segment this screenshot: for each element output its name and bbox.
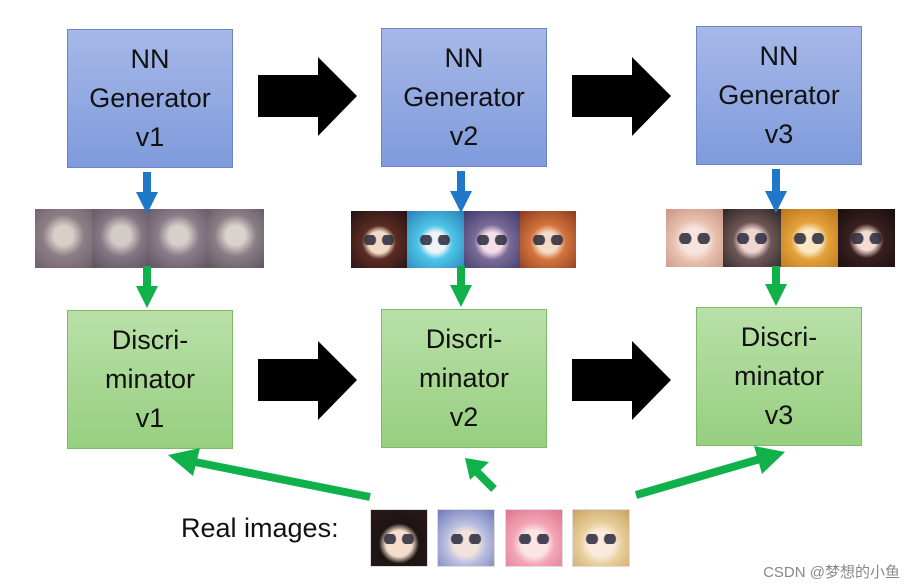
real-image: [370, 509, 428, 567]
real-images-label: Real images:: [181, 513, 339, 543]
progress-arrow-dis-1: [258, 341, 357, 420]
discriminator-v2-box: Discri- minator v2: [381, 309, 547, 448]
progress-arrow-dis-2: [572, 341, 671, 420]
feed-arrow-v1: [136, 266, 158, 308]
real-image: [572, 509, 630, 567]
generated-image: [780, 209, 838, 267]
generator-v3-label: NN Generator v3: [718, 41, 840, 149]
watermark: CSDN @梦想的小鱼: [763, 564, 900, 581]
generated-image: [837, 209, 895, 267]
generator-v2-label: NN Generator v2: [403, 43, 525, 151]
real-arrow-to-v2: [465, 458, 497, 492]
real-arrow-to-v3: [634, 446, 785, 499]
discriminator-v1-box: Discri- minator v1: [67, 310, 233, 449]
generated-image: [351, 211, 408, 268]
generated-image: [723, 209, 781, 267]
generator-v2-box: NN Generator v2: [381, 28, 547, 167]
generated-images-v3: [666, 209, 895, 267]
generate-arrow-v3: [765, 169, 787, 213]
real-arrow-to-v1: [168, 448, 371, 501]
generated-image: [463, 211, 520, 268]
discriminator-v3-box: Discri- minator v3: [696, 307, 862, 446]
real-image: [437, 509, 495, 567]
generate-arrow-v2: [450, 171, 472, 213]
generated-image: [35, 209, 93, 268]
real-image: [505, 509, 563, 567]
generator-v1-box: NN Generator v1: [67, 29, 233, 168]
generated-images-v1: [35, 209, 264, 268]
generated-image: [666, 209, 724, 267]
generated-image: [149, 209, 207, 268]
discriminator-v2-label: Discri- minator v2: [418, 324, 510, 432]
progress-arrow-gen-1: [258, 57, 357, 136]
generated-image: [519, 211, 576, 268]
progress-arrow-gen-2: [572, 57, 671, 136]
generator-v1-label: NN Generator v1: [89, 44, 211, 152]
generated-image: [407, 211, 464, 268]
feed-arrow-v2: [450, 266, 472, 307]
discriminator-v3-label: Discri- minator v3: [733, 322, 825, 430]
generated-image: [92, 209, 150, 268]
generated-image: [206, 209, 264, 268]
feed-arrow-v3: [765, 266, 787, 306]
discriminator-v1-label: Discri- minator v1: [104, 325, 196, 433]
generate-arrow-v1: [136, 172, 158, 214]
generator-v3-box: NN Generator v3: [696, 26, 862, 165]
generated-images-v2: [351, 211, 576, 268]
